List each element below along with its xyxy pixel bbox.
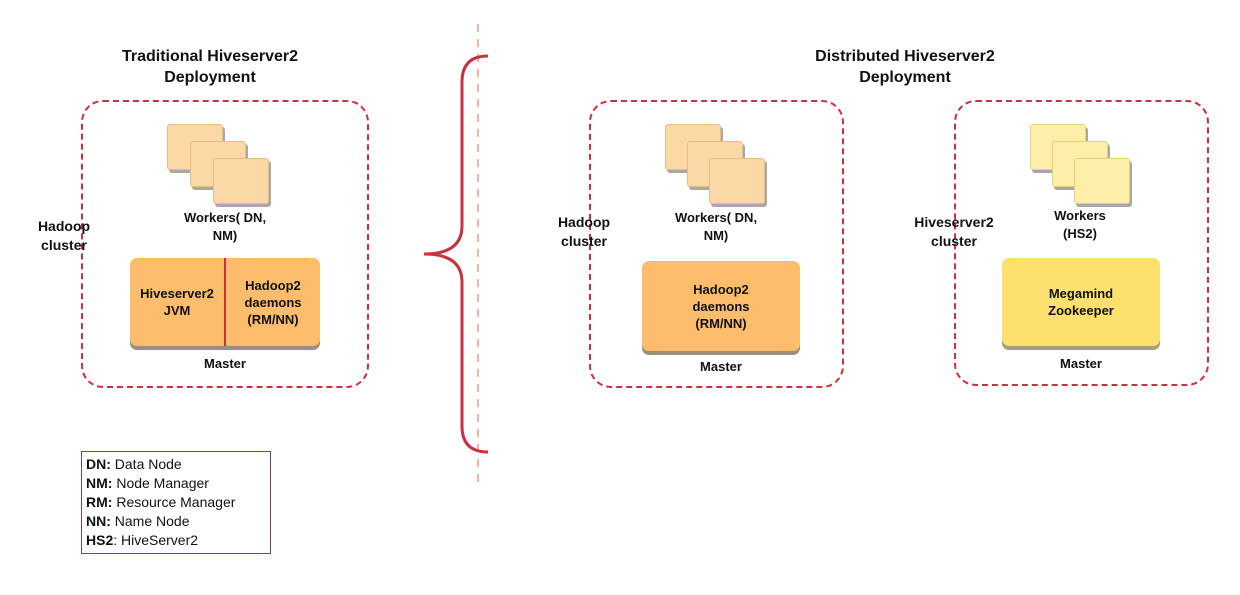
traditional-workers-line2: NM)	[212, 228, 238, 243]
worker-node-card	[213, 158, 269, 204]
curly-brace	[423, 54, 489, 454]
distributed-hadoop-label-line2: cluster	[561, 233, 607, 249]
legend-row: HS2: HiveServer2	[86, 531, 266, 550]
worker-node-card	[709, 158, 765, 204]
legend-row: NN: Name Node	[86, 512, 266, 531]
distributed-hadoop-master-line1: Hadoop2	[693, 281, 749, 297]
hadoop2-daemons-line2: daemons	[244, 294, 302, 310]
distributed-title-line1: Distributed Hiveserver2	[815, 48, 995, 65]
distributed-hs2-workers-label: Workers (HS2)	[1030, 207, 1130, 243]
distributed-hadoop-label-line1: Hadoop	[557, 214, 611, 230]
distributed-hadoop-master-box: Hadoop2 daemons (RM/NN)	[642, 261, 800, 351]
worker-node-card	[1074, 158, 1130, 204]
traditional-cluster-label: Hadoop cluster	[26, 217, 102, 255]
distributed-hadoop-master-label: Master	[700, 359, 742, 374]
legend-abbr: HS2	[86, 532, 114, 548]
traditional-title-line1: Traditional Hiveserver2	[121, 48, 299, 65]
distributed-hadoop-master-line2: daemons	[692, 298, 750, 314]
legend-text: : HiveServer2	[113, 532, 199, 548]
legend-text: Resource Manager	[112, 494, 236, 510]
hadoop2-daemons-line1: Hadoop2	[245, 277, 301, 293]
distributed-title-line2: Deployment	[859, 69, 951, 86]
legend-text: Node Manager	[112, 475, 209, 491]
distributed-hs2-cluster-box	[954, 100, 1209, 386]
legend-text: Name Node	[110, 513, 190, 529]
distributed-hadoop-master-line3: (RM/NN)	[695, 315, 747, 331]
legend-abbr: RM:	[86, 494, 113, 510]
traditional-cluster-label-line1: Hadoop	[37, 218, 91, 234]
legend-text: Data Node	[110, 456, 182, 472]
distributed-hs2-workers-line1: Workers	[1054, 208, 1106, 223]
distributed-hs2-label-line2: cluster	[931, 233, 977, 249]
distributed-hs2-label-line1: Hiveserver2	[914, 214, 994, 230]
distributed-title: Distributed Hiveserver2 Deployment	[780, 46, 1030, 88]
legend-row: DN: Data Node	[86, 455, 266, 474]
distributed-hadoop-workers-line2: NM)	[703, 228, 729, 243]
traditional-cluster-box	[81, 100, 369, 388]
distributed-hs2-cluster-label: Hiveserver2 cluster	[900, 213, 1008, 251]
distributed-hadoop-cluster-box	[589, 100, 844, 388]
megamind-zookeeper-cell: Megamind Zookeeper	[1002, 258, 1160, 346]
hiveserver2-jvm-line1: Hiveserver2	[140, 286, 214, 301]
legend-abbr: DN:	[86, 456, 111, 472]
hiveserver2-jvm-line2: JVM	[163, 303, 191, 318]
zookeeper-line: Zookeeper	[1048, 303, 1114, 318]
traditional-workers-line1: Workers( DN,	[183, 210, 267, 225]
distributed-hs2-master-label: Master	[1060, 356, 1102, 371]
traditional-master-label: Master	[204, 356, 246, 371]
distributed-hs2-master-box: Megamind Zookeeper	[1002, 258, 1160, 346]
legend-abbr: NM:	[86, 475, 113, 491]
traditional-title-line2: Deployment	[164, 69, 256, 86]
legend-abbr: NN:	[86, 513, 111, 529]
megamind-line: Megamind	[1048, 286, 1114, 301]
legend-row: RM: Resource Manager	[86, 493, 266, 512]
distributed-hs2-workers-line2: (HS2)	[1063, 226, 1097, 241]
distributed-hadoop-master-cell: Hadoop2 daemons (RM/NN)	[642, 261, 800, 351]
hiveserver2-jvm-cell: Hiveserver2 JVM	[130, 258, 224, 346]
traditional-master-box: Hiveserver2 JVM Hadoop2 daemons (RM/NN)	[130, 258, 320, 346]
traditional-workers-label: Workers( DN, NM)	[160, 209, 290, 245]
hadoop2-daemons-line3: (RM/NN)	[247, 311, 299, 327]
legend-row: NM: Node Manager	[86, 474, 266, 493]
distributed-hadoop-cluster-label: Hadoop cluster	[546, 213, 622, 251]
hadoop2-daemons-cell: Hadoop2 daemons (RM/NN)	[226, 258, 320, 346]
distributed-hadoop-workers-line1: Workers( DN,	[674, 210, 758, 225]
master-split-line	[224, 258, 226, 346]
traditional-cluster-label-line2: cluster	[41, 237, 87, 253]
abbreviation-legend: DN: Data Node NM: Node Manager RM: Resou…	[81, 451, 271, 554]
traditional-title: Traditional Hiveserver2 Deployment	[90, 46, 330, 88]
distributed-hadoop-workers-label: Workers( DN, NM)	[651, 209, 781, 245]
